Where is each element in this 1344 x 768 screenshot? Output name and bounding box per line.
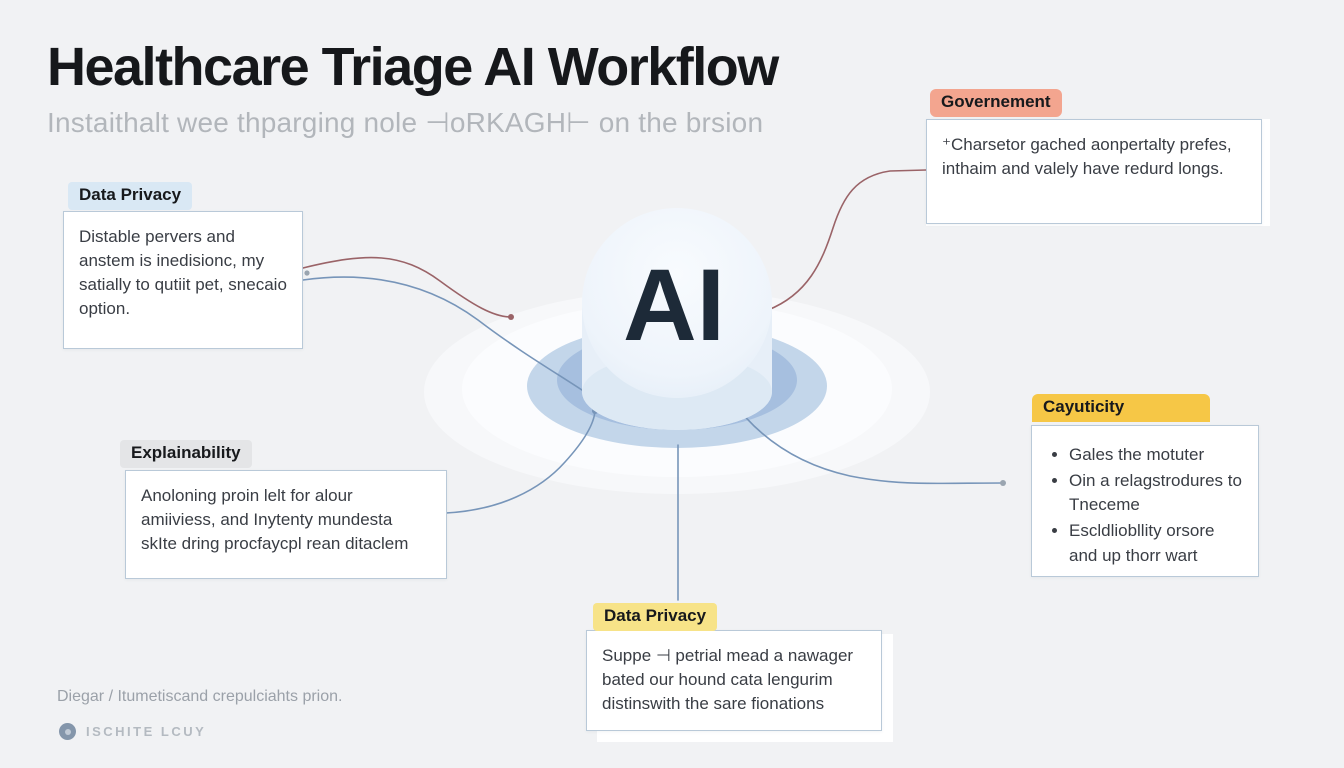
card-governement: Governement ⁺Charsetor gached aonpertalt… (926, 89, 1262, 224)
page-title: Healthcare Triage AI Workflow (47, 37, 779, 97)
node-text-governement: ⁺Charsetor gached aonpertalty prefes, in… (942, 135, 1232, 179)
connector-left-anchor-dot (304, 270, 310, 276)
brand-dot-icon (59, 723, 76, 740)
node-label-data-privacy-left: Data Privacy (68, 182, 193, 210)
node-label-explainability: Explainability (120, 440, 252, 468)
node-label-cayuticity: Cayuticity (1032, 394, 1211, 422)
node-label-governement: Governement (930, 89, 1062, 117)
cayuticity-bullet: Gales the motuter (1069, 443, 1243, 467)
cayuticity-bullet: Escldliobllity orsore and up thorr wart (1069, 519, 1243, 567)
platform-blue-disc (527, 324, 827, 448)
platform-outer-ring (424, 290, 930, 494)
cayuticity-bullet: Oin a relagstrodures to Tneceme (1069, 469, 1243, 517)
node-label-data-privacy-bottom: Data Privacy (593, 603, 718, 631)
connector-blue-explainability (445, 410, 596, 514)
connector-red-left (302, 256, 512, 318)
node-bullets-cayuticity: Gales the motuter Oin a relagstrodures t… (1032, 426, 1258, 583)
brand-text: ISCHITE LCUY (86, 724, 207, 739)
connector-red-right (767, 169, 927, 311)
platform-dark-band (557, 330, 797, 430)
ai-cylinder-bottom-rim (582, 354, 772, 430)
node-text-explainability: Anoloning proin lelt for alour amiiviess… (141, 486, 409, 554)
node-text-data-privacy-left: Distable pervers and anstem is inedision… (79, 227, 287, 319)
page-subtitle: Instaithalt wee thparging nole ⊣oRKAGH⊢ … (47, 107, 764, 138)
node-text-data-privacy-bottom: Suppe ⊣ petrial mead a nawager bated our… (602, 646, 854, 714)
card-explainability: Explainability Anoloning proin lelt for … (120, 440, 447, 579)
ai-cylinder-side (582, 303, 772, 430)
ai-label: AI (623, 248, 725, 362)
connector-blue-right (729, 397, 1004, 485)
platform-white-ring (462, 301, 892, 477)
card-data-privacy-left: Data Privacy Distable pervers and anstem… (63, 182, 303, 349)
connector-blue-right-dot (1000, 480, 1006, 486)
ai-cylinder-top (582, 208, 772, 398)
footer-brand: ISCHITE LCUY (59, 723, 206, 740)
card-data-privacy-bottom: Data Privacy Suppe ⊣ petrial mead a nawa… (586, 603, 882, 731)
footer-note: Diegar / Itumetiscand crepulciahts prion… (57, 688, 343, 705)
connector-red-left-dot (508, 314, 514, 320)
card-cayuticity: Cayuticity Gales the motuter Oin a relag… (1031, 394, 1259, 577)
connector-blue-left (302, 276, 586, 393)
connector-blue-explainability-dot (592, 408, 598, 414)
